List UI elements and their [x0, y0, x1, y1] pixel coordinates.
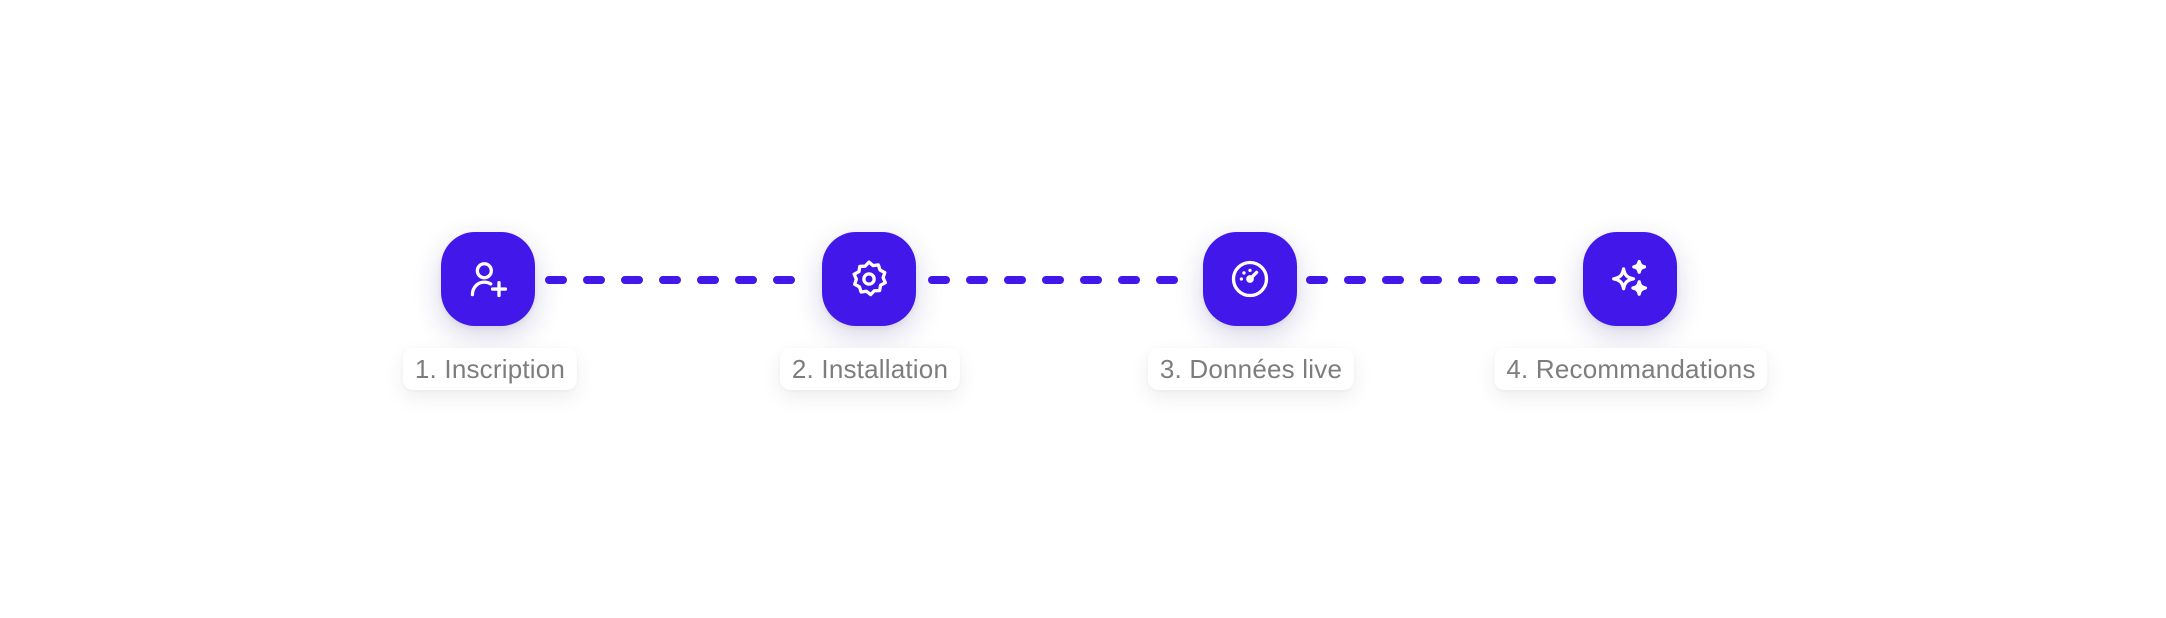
gear-badge-icon: [852, 260, 887, 297]
sparkles-icon: [1612, 259, 1648, 296]
step-1-icon-tile: [441, 232, 535, 326]
step-1-label: 1. Inscription: [402, 348, 578, 390]
step-2-icon-tile: [822, 232, 916, 326]
step-4-icon-tile: [1583, 232, 1677, 326]
user-plus-icon: [470, 262, 508, 298]
connector-2-3: [928, 276, 1194, 284]
step-2-label: 2. Installation: [779, 348, 961, 390]
connector-3-4: [1306, 276, 1570, 284]
step-4-label: 4. Recommandations: [1494, 348, 1768, 390]
step-3-label: 3. Données live: [1147, 348, 1355, 390]
gauge-icon: [1231, 260, 1269, 298]
connector-1-2: [545, 276, 817, 284]
step-3-icon-tile: [1203, 232, 1297, 326]
